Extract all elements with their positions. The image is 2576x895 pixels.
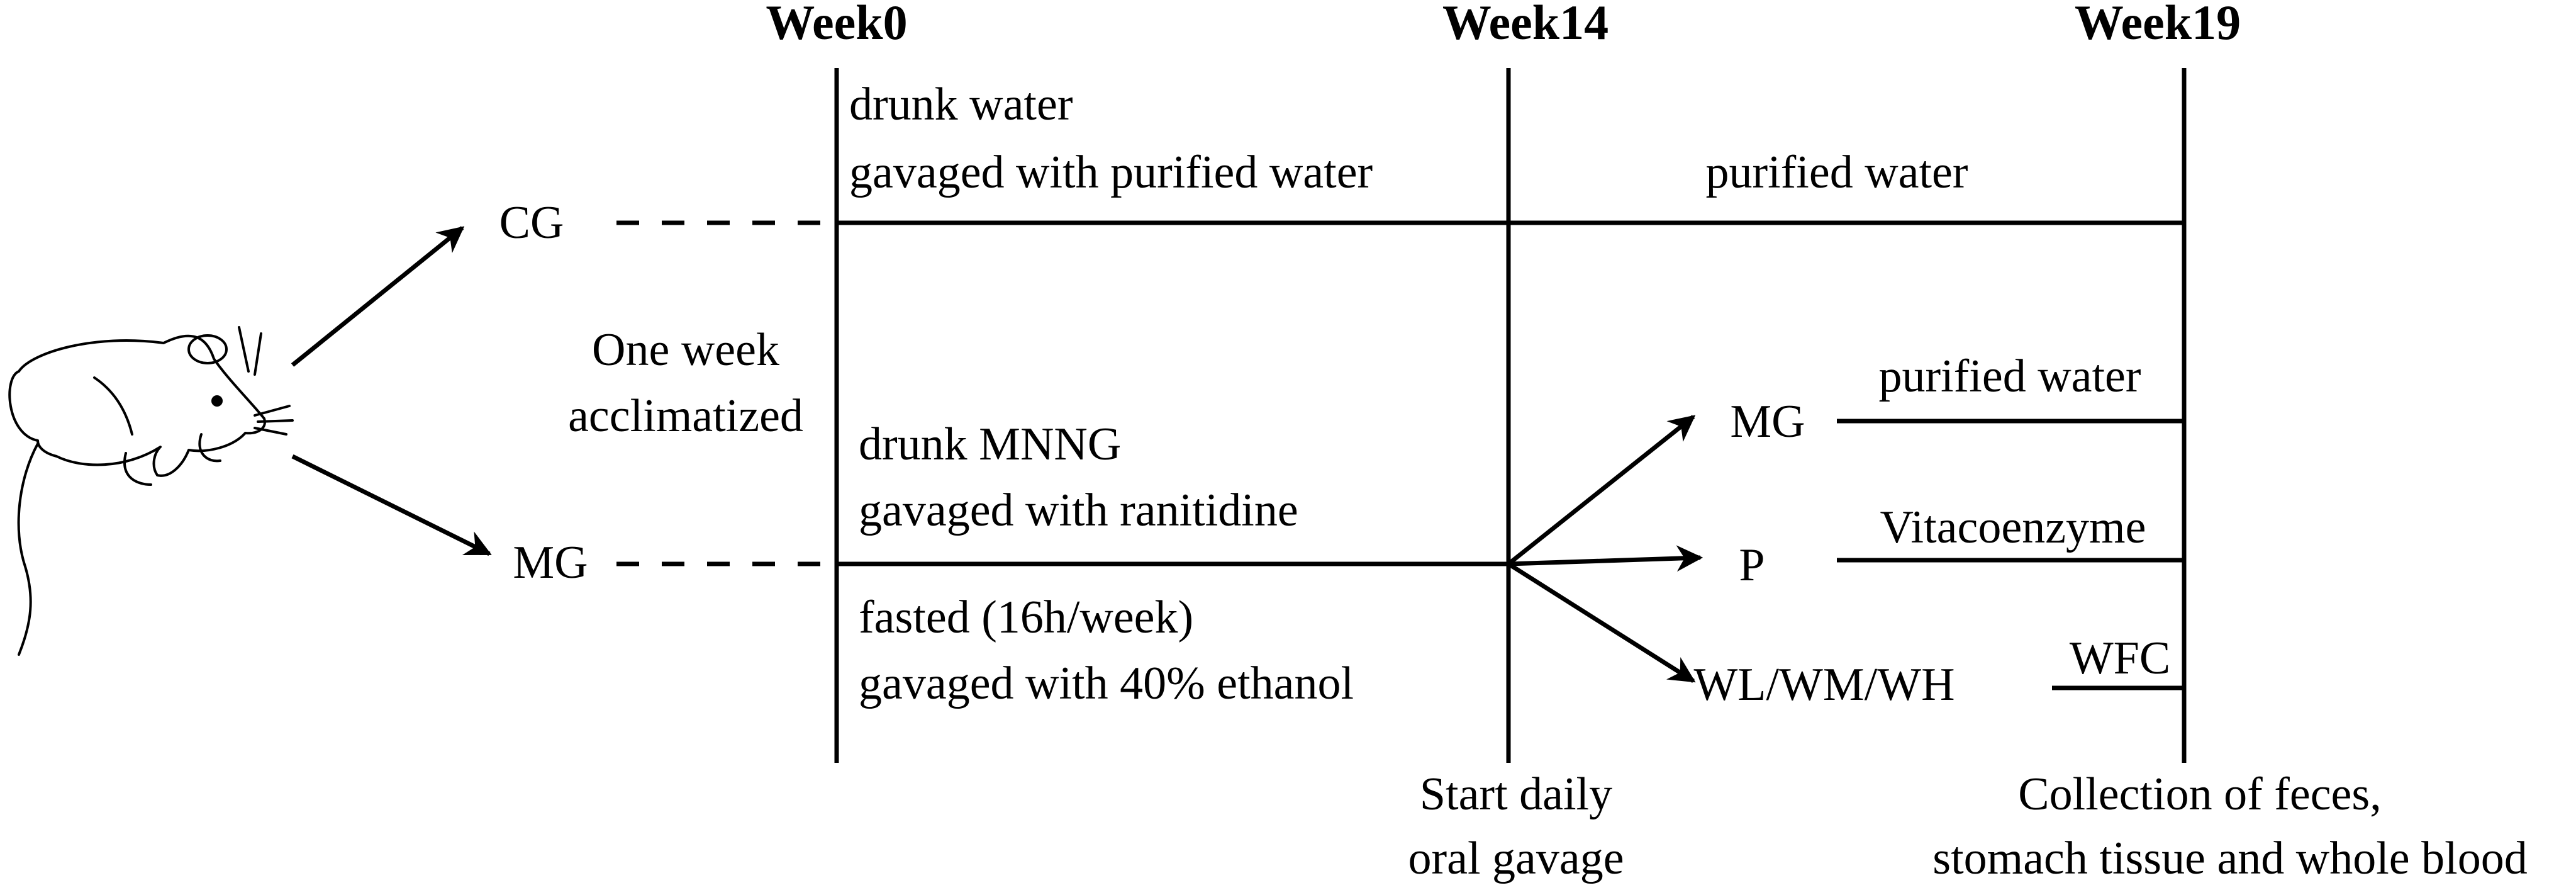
arrow-to-cg bbox=[291, 226, 465, 367]
timepoint-week19: Week19 bbox=[2075, 0, 2241, 50]
arrow-to-w-treatment bbox=[1507, 562, 1696, 683]
cg-phase1-line-2: gavaged with purified water bbox=[849, 147, 1373, 198]
arrow-to-p-treatment bbox=[1508, 545, 1703, 572]
group-label-cg: CG bbox=[499, 197, 564, 249]
mouse-icon bbox=[8, 326, 294, 656]
mg-phase1-upper-line-1: drunk MNNG bbox=[859, 419, 1121, 470]
acclimatization-line-1: One week bbox=[592, 324, 779, 376]
timepoint-week0: Week0 bbox=[766, 0, 907, 50]
cg-phase1-line-1: drunk water bbox=[849, 79, 1073, 130]
treatment-group-wl-wm-wh: WL/WM/WH bbox=[1693, 659, 1954, 711]
group-label-mg: MG bbox=[513, 537, 588, 588]
mg-treatment-label: purified water bbox=[1878, 351, 2141, 402]
treatment-group-mg: MG bbox=[1730, 396, 1805, 448]
treatment-group-p: P bbox=[1739, 539, 1765, 591]
week19-note-line-2: stomach tissue and whole blood bbox=[1932, 833, 2527, 884]
week19-note-line-1: Collection of feces, bbox=[2018, 768, 2381, 820]
w-treatment-label: WFC bbox=[2070, 633, 2170, 684]
timepoint-week14: Week14 bbox=[1442, 0, 1609, 50]
p-treatment-label: Vitacoenzyme bbox=[1880, 502, 2146, 553]
mg-phase1-upper-line-2: gavaged with ranitidine bbox=[859, 485, 1298, 536]
arrow-to-mg-treatment bbox=[1507, 415, 1696, 566]
mg-phase1-lower-line-1: fasted (16h/week) bbox=[859, 592, 1193, 643]
week14-note-line-2: oral gavage bbox=[1408, 833, 1624, 884]
mg-phase1-lower-line-2: gavaged with 40% ethanol bbox=[859, 658, 1354, 709]
acclimatization-line-2: acclimatized bbox=[568, 390, 803, 442]
arrow-to-mg bbox=[291, 454, 492, 556]
cg-phase2-label: purified water bbox=[1705, 147, 1968, 198]
week14-note-line-1: Start daily bbox=[1420, 768, 1612, 820]
